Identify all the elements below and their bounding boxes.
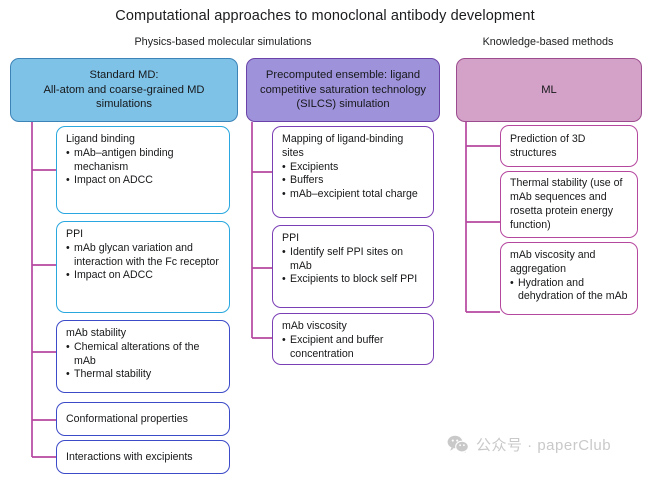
leaf-heading: PPI (282, 232, 300, 244)
leaf-bullets: mAb–antigen binding mechanism Impact on … (66, 147, 220, 188)
leaf-box-mab-stability[interactable]: mAb stability Chemical alterations of th… (56, 320, 230, 393)
bullet-item: mAb–antigen binding mechanism (66, 147, 220, 175)
leaf-heading: Ligand binding (66, 133, 135, 145)
bullet-item: Impact on ADCC (66, 269, 220, 283)
leaf-box-mab-viscosity[interactable]: mAb viscosity Excipient and buffer conce… (272, 313, 434, 365)
leaf-box-ppi-md[interactable]: PPI mAb glycan variation and interaction… (56, 221, 230, 313)
group-title-knowledge: Knowledge-based methods (482, 36, 614, 48)
leaf-box-ligand-binding[interactable]: Ligand binding mAb–antigen binding mecha… (56, 126, 230, 214)
leaf-heading: Conformational properties (66, 412, 188, 425)
watermark: 公众号 · paperClub (447, 434, 611, 455)
leaf-heading: mAb viscosity (282, 320, 347, 332)
leaf-box-thermal-stability[interactable]: Thermal stability (use of mAb sequences … (500, 171, 638, 238)
bullet-item: Hydration and dehydration of the mAb (510, 277, 628, 305)
leaf-box-conformational-properties[interactable]: Conformational properties (56, 402, 230, 436)
wechat-icon (447, 435, 469, 454)
bullet-item: Identify self PPI sites on mAb (282, 246, 424, 274)
header-box-silcs-label: Precomputed ensemble: ligand competitive… (259, 68, 427, 111)
leaf-bullets: Chemical alterations of the mAb Thermal … (66, 341, 220, 382)
leaf-bullets: Excipient and buffer concentration (282, 334, 424, 362)
leaf-box-mab-viscosity-aggregation[interactable]: mAb viscosity and aggregation Hydration … (500, 242, 638, 315)
page-title: Computational approaches to monoclonal a… (115, 8, 535, 24)
leaf-bullets: Identify self PPI sites on mAb Excipient… (282, 246, 424, 287)
header-box-standard-md-label: Standard MD: All-atom and coarse-grained… (43, 68, 205, 111)
bullet-item: Buffers (282, 174, 424, 188)
bullet-item: mAb–excipient total charge (282, 188, 424, 202)
header-box-silcs[interactable]: Precomputed ensemble: ligand competitive… (246, 58, 440, 122)
leaf-box-prediction-3d-structures[interactable]: Prediction of 3D structures (500, 125, 638, 167)
leaf-bullets: Excipients Buffers mAb–excipient total c… (282, 161, 424, 202)
bullet-item: Excipients to block self PPI (282, 273, 424, 287)
leaf-heading: mAb viscosity and aggregation (510, 249, 596, 275)
leaf-bullets: mAb glycan variation and interaction wit… (66, 242, 220, 283)
header-box-standard-md[interactable]: Standard MD: All-atom and coarse-grained… (10, 58, 238, 122)
group-title-physics: Physics-based molecular simulations (134, 36, 312, 48)
bullet-item: Chemical alterations of the mAb (66, 341, 220, 369)
header-box-ml[interactable]: ML (456, 58, 642, 122)
header-box-ml-label: ML (541, 83, 557, 96)
watermark-text: 公众号 · paperClub (476, 437, 612, 454)
leaf-box-mapping-ligand-binding-sites[interactable]: Mapping of ligand-binding sites Excipien… (272, 126, 434, 218)
leaf-heading: Prediction of 3D structures (510, 132, 586, 159)
bullet-item: mAb glycan variation and interaction wit… (66, 242, 220, 270)
bullet-item: Excipient and buffer concentration (282, 334, 424, 362)
bullet-item: Impact on ADCC (66, 174, 220, 188)
leaf-heading: Mapping of ligand-binding sites (282, 133, 404, 159)
leaf-box-ppi-silcs[interactable]: PPI Identify self PPI sites on mAb Excip… (272, 225, 434, 308)
leaf-heading: Thermal stability (use of mAb sequences … (510, 177, 623, 231)
bullet-item: Excipients (282, 161, 424, 175)
leaf-heading: PPI (66, 228, 84, 240)
leaf-heading: Interactions with excipients (66, 450, 193, 463)
leaf-heading: mAb stability (66, 327, 127, 339)
leaf-bullets: Hydration and dehydration of the mAb (510, 277, 628, 305)
bullet-item: Thermal stability (66, 368, 220, 382)
leaf-box-interactions-with-excipients[interactable]: Interactions with excipients (56, 440, 230, 474)
